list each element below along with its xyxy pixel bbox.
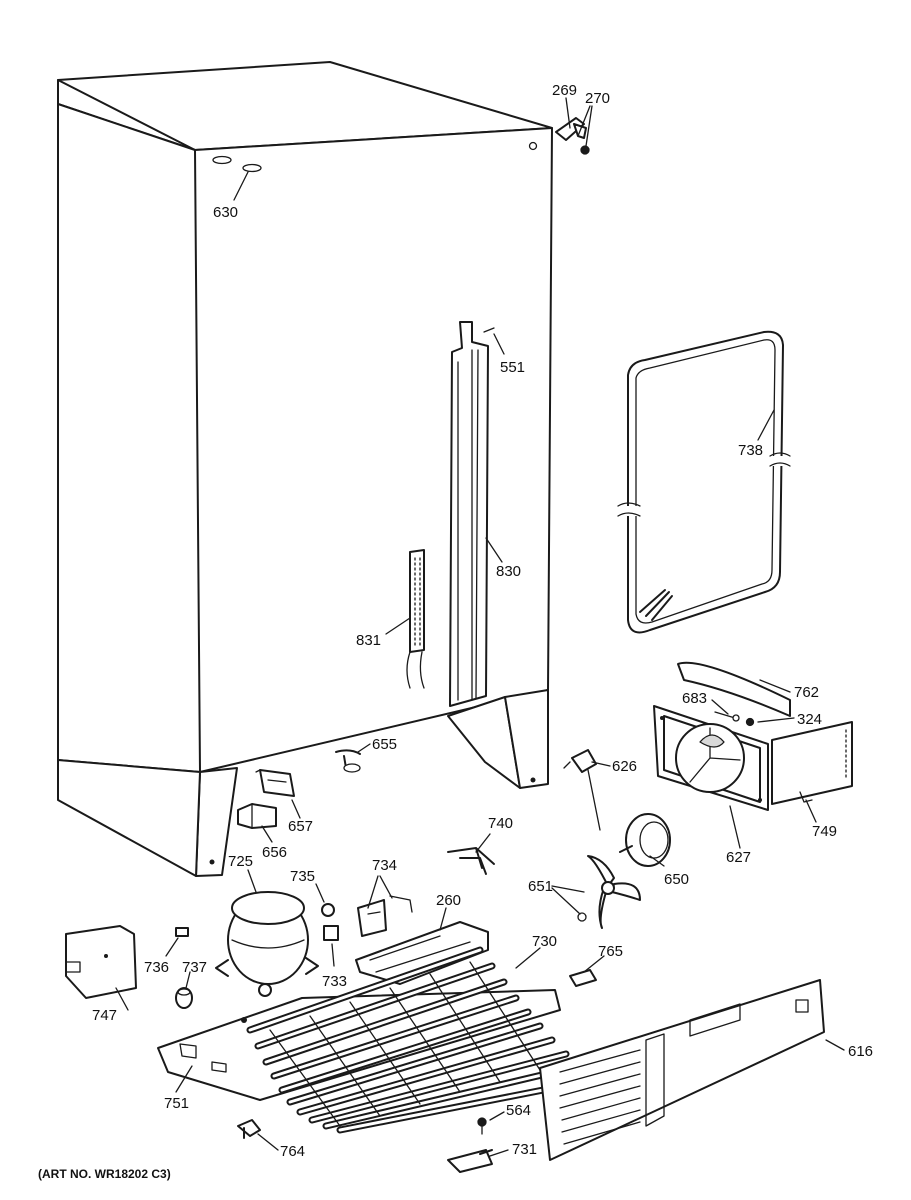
part-label-260: 260 <box>436 892 461 909</box>
clip-736 <box>175 927 189 937</box>
screw-551-icon <box>483 327 495 333</box>
fan-motor <box>619 813 671 867</box>
rear-grille <box>539 979 825 1161</box>
part-label-735: 735 <box>290 868 315 885</box>
screw-324-icon <box>745 717 755 727</box>
part-label-270: 270 <box>585 90 610 107</box>
compressor-shield <box>65 925 137 999</box>
part-label-650: 650 <box>664 871 689 888</box>
part-label-616: 616 <box>848 1043 873 1060</box>
mullion-channel <box>449 321 489 707</box>
condenser-coil <box>246 946 598 1134</box>
part-label-734: 734 <box>372 857 397 874</box>
part-labels: 269 270 630 551 738 830 831 762 683 324 … <box>92 82 873 1160</box>
part-label-765: 765 <box>598 943 623 960</box>
fan-blade <box>577 855 641 929</box>
mounting-bracket <box>237 803 277 829</box>
cord-clamp <box>335 749 361 773</box>
part-label-830: 830 <box>496 563 521 580</box>
art-number-caption: (ART NO. WR18202 C3) <box>38 1167 171 1181</box>
part-label-831: 831 <box>356 632 381 649</box>
screw-683-icon <box>714 711 740 722</box>
air-duct <box>677 661 791 717</box>
refrigerator-cabinet <box>57 61 553 877</box>
part-label-630: 630 <box>213 204 238 221</box>
part-label-736: 736 <box>144 959 169 976</box>
hinge-pin <box>555 117 590 155</box>
gasket-loop <box>617 330 791 634</box>
clip-764 <box>237 1119 261 1139</box>
part-label-324: 324 <box>797 711 822 728</box>
part-label-269: 269 <box>552 82 577 99</box>
part-label-749: 749 <box>812 823 837 840</box>
control-panel <box>771 721 853 805</box>
part-label-725: 725 <box>228 853 253 870</box>
part-label-626: 626 <box>612 758 637 775</box>
overload-733 <box>323 925 339 941</box>
part-label-655: 655 <box>372 736 397 753</box>
grommet-737 <box>175 987 193 1009</box>
part-label-683: 683 <box>682 690 707 707</box>
screw-564-icon <box>477 1117 487 1135</box>
part-label-738: 738 <box>738 442 763 459</box>
bracket-731 <box>447 1149 493 1173</box>
power-cord <box>563 749 601 831</box>
part-label-657: 657 <box>288 818 313 835</box>
grommet-735 <box>321 903 335 917</box>
clip-765 <box>569 969 597 987</box>
relay-734 <box>357 895 413 937</box>
part-label-651: 651 <box>528 878 553 895</box>
part-label-764: 764 <box>280 1143 305 1160</box>
relay-bracket <box>255 769 295 797</box>
part-label-731: 731 <box>512 1141 537 1158</box>
heater-strip <box>406 549 425 689</box>
part-label-564: 564 <box>506 1102 531 1119</box>
part-label-747: 747 <box>92 1007 117 1024</box>
compressor <box>215 891 319 997</box>
wire-clip <box>447 847 495 875</box>
part-label-751: 751 <box>164 1095 189 1112</box>
part-label-656: 656 <box>262 844 287 861</box>
part-label-737: 737 <box>182 959 207 976</box>
leader-lines <box>115 97 845 1157</box>
part-label-740: 740 <box>488 815 513 832</box>
fan-shroud <box>653 705 769 811</box>
part-label-762: 762 <box>794 684 819 701</box>
part-label-733: 733 <box>322 973 347 990</box>
part-label-551: 551 <box>500 359 525 376</box>
part-label-627: 627 <box>726 849 751 866</box>
part-label-730: 730 <box>532 933 557 950</box>
drain-tray <box>355 921 489 985</box>
